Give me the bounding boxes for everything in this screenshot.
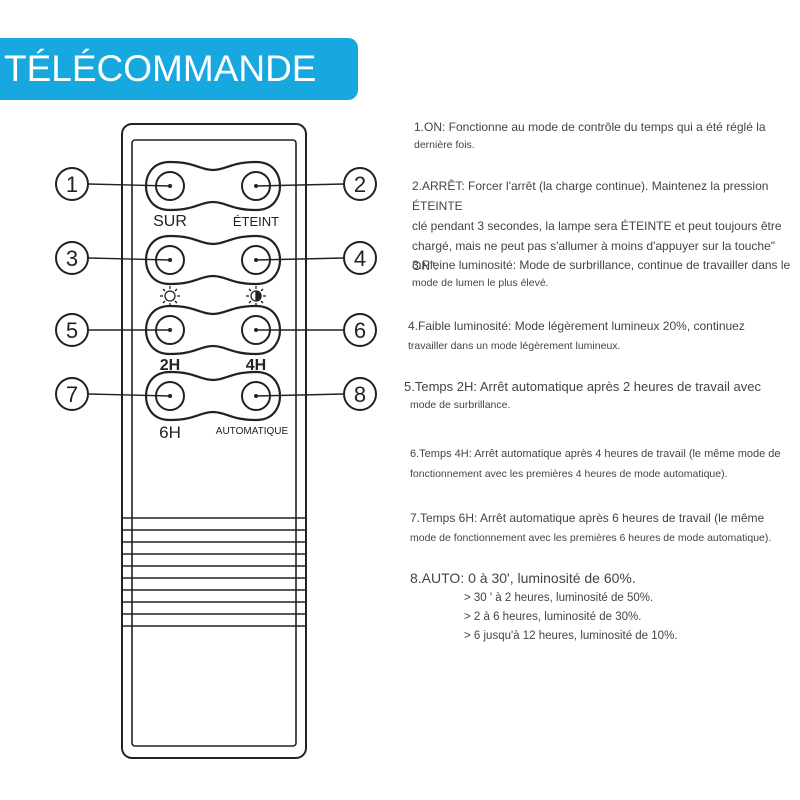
label-4h: 4H xyxy=(246,357,266,374)
auto-line-2: > 2 à 6 heures, luminosité de 30%. xyxy=(464,611,642,623)
button-pair-3 xyxy=(144,304,282,356)
callout-7: 7 xyxy=(66,382,78,407)
leader-line-3 xyxy=(87,257,171,261)
callout-6: 6 xyxy=(354,318,366,343)
leader-line-1 xyxy=(87,183,171,187)
desc-1: 1.ON: Fonctionne au mode de contrôle du … xyxy=(414,120,766,151)
half-moon-brightness-icon xyxy=(246,286,266,306)
callout-1: 1 xyxy=(66,172,78,197)
desc-2: 2.ARRÊT: Forcer l'arrêt (la charge conti… xyxy=(412,179,782,273)
callout-2: 2 xyxy=(354,172,366,197)
desc-6: 6.Temps 4H: Arrêt automatique après 4 he… xyxy=(410,448,781,480)
leader-line-8 xyxy=(255,393,345,397)
desc-7: 7.Temps 6H: Arrêt automatique après 6 he… xyxy=(410,511,772,544)
label-on: SUR xyxy=(153,213,187,230)
remote-grip-lines xyxy=(122,517,306,627)
auto-title: 8.AUTO: 0 à 30', luminosité de 60%. xyxy=(410,570,636,586)
label-2h: 2H xyxy=(160,357,180,374)
leader-line-7 xyxy=(87,393,171,397)
callout-4: 4 xyxy=(354,246,366,271)
desc-3: 3.Pleine luminosité: Mode de surbrillanc… xyxy=(412,258,791,289)
button-pair-4 xyxy=(144,370,282,422)
leader-line-4 xyxy=(255,257,345,261)
sun-icon xyxy=(160,286,180,306)
callout-5: 5 xyxy=(66,318,78,343)
title-banner: TÉLÉCOMMANDE xyxy=(0,38,358,100)
button-pair-1 xyxy=(144,160,282,212)
callout-8: 8 xyxy=(354,382,366,407)
callout-3: 3 xyxy=(66,246,78,271)
leader-line-2 xyxy=(255,183,345,187)
label-off: ÉTEINT xyxy=(233,214,279,229)
label-auto: AUTOMATIQUE xyxy=(216,426,289,437)
auto-line-1: > 30 ' à 2 heures, luminosité de 50%. xyxy=(464,592,654,604)
page-title: TÉLÉCOMMANDE xyxy=(4,48,317,89)
remote-body-inner xyxy=(131,139,297,747)
button-pair-2 xyxy=(144,234,282,286)
label-6h: 6H xyxy=(159,423,181,442)
desc-4: 4.Faible luminosité: Mode légèrement lum… xyxy=(408,319,745,352)
auto-line-3: > 6 jusqu'à 12 heures, luminosité de 10%… xyxy=(464,630,678,642)
desc-5: 5.Temps 2H: Arrêt automatique après 2 he… xyxy=(404,379,761,411)
